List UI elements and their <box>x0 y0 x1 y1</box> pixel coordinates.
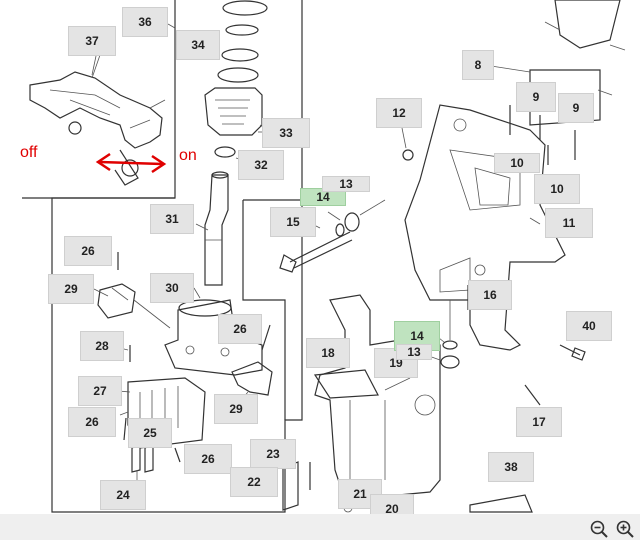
callout-25[interactable]: 25 <box>128 418 172 448</box>
callout-17[interactable]: 17 <box>516 407 562 437</box>
callout-18[interactable]: 18 <box>306 338 350 368</box>
callout-31[interactable]: 31 <box>150 204 194 234</box>
callout-15[interactable]: 15 <box>270 207 316 237</box>
callout-24[interactable]: 24 <box>100 480 146 510</box>
callout-34[interactable]: 34 <box>176 30 220 60</box>
off-label: off <box>20 144 38 161</box>
part-11-bracket <box>404 104 566 351</box>
callout-13-lower[interactable]: 13 <box>396 344 432 360</box>
assembly-frames <box>22 0 303 513</box>
callout-29-top[interactable]: 29 <box>48 274 94 304</box>
callout-29-bottom[interactable]: 29 <box>214 394 258 424</box>
callout-11[interactable]: 11 <box>545 208 593 238</box>
on-label: on <box>179 147 197 164</box>
hardware-12-13-14-15 <box>279 149 460 369</box>
callout-12[interactable]: 12 <box>376 98 422 128</box>
callout-30[interactable]: 30 <box>150 273 194 303</box>
part-29-levers <box>97 283 273 396</box>
callout-36[interactable]: 36 <box>122 7 168 37</box>
part-31-shaft <box>204 171 229 286</box>
callout-8[interactable]: 8 <box>462 50 494 80</box>
callout-26-top[interactable]: 26 <box>64 236 112 266</box>
part-37-bracket <box>29 54 166 186</box>
callout-28[interactable]: 28 <box>80 331 124 361</box>
callout-32[interactable]: 32 <box>238 150 284 180</box>
callout-26-right[interactable]: 26 <box>218 314 262 344</box>
callout-10-right[interactable]: 10 <box>534 174 580 204</box>
bottom-toolbar <box>0 514 640 540</box>
on-off-arrow <box>95 152 167 174</box>
callout-16[interactable]: 16 <box>468 280 512 310</box>
callout-26-bottom[interactable]: 26 <box>184 444 232 474</box>
callout-26-left[interactable]: 26 <box>68 407 116 437</box>
callout-27[interactable]: 27 <box>78 376 122 406</box>
part-38-plate <box>469 494 533 513</box>
callout-13-upper[interactable]: 13 <box>322 176 370 192</box>
zoom-in-icon[interactable] <box>616 520 634 538</box>
callout-23[interactable]: 23 <box>250 439 296 469</box>
callout-40[interactable]: 40 <box>566 311 612 341</box>
callout-9-left[interactable]: 9 <box>516 82 556 112</box>
callout-38[interactable]: 38 <box>488 452 534 482</box>
callout-9-right[interactable]: 9 <box>558 93 594 123</box>
callout-22[interactable]: 22 <box>230 467 278 497</box>
callout-10-left[interactable]: 10 <box>494 153 540 173</box>
screws <box>117 252 271 463</box>
zoom-out-icon[interactable] <box>590 520 608 538</box>
callout-33[interactable]: 33 <box>262 118 310 148</box>
callout-37[interactable]: 37 <box>68 26 116 56</box>
